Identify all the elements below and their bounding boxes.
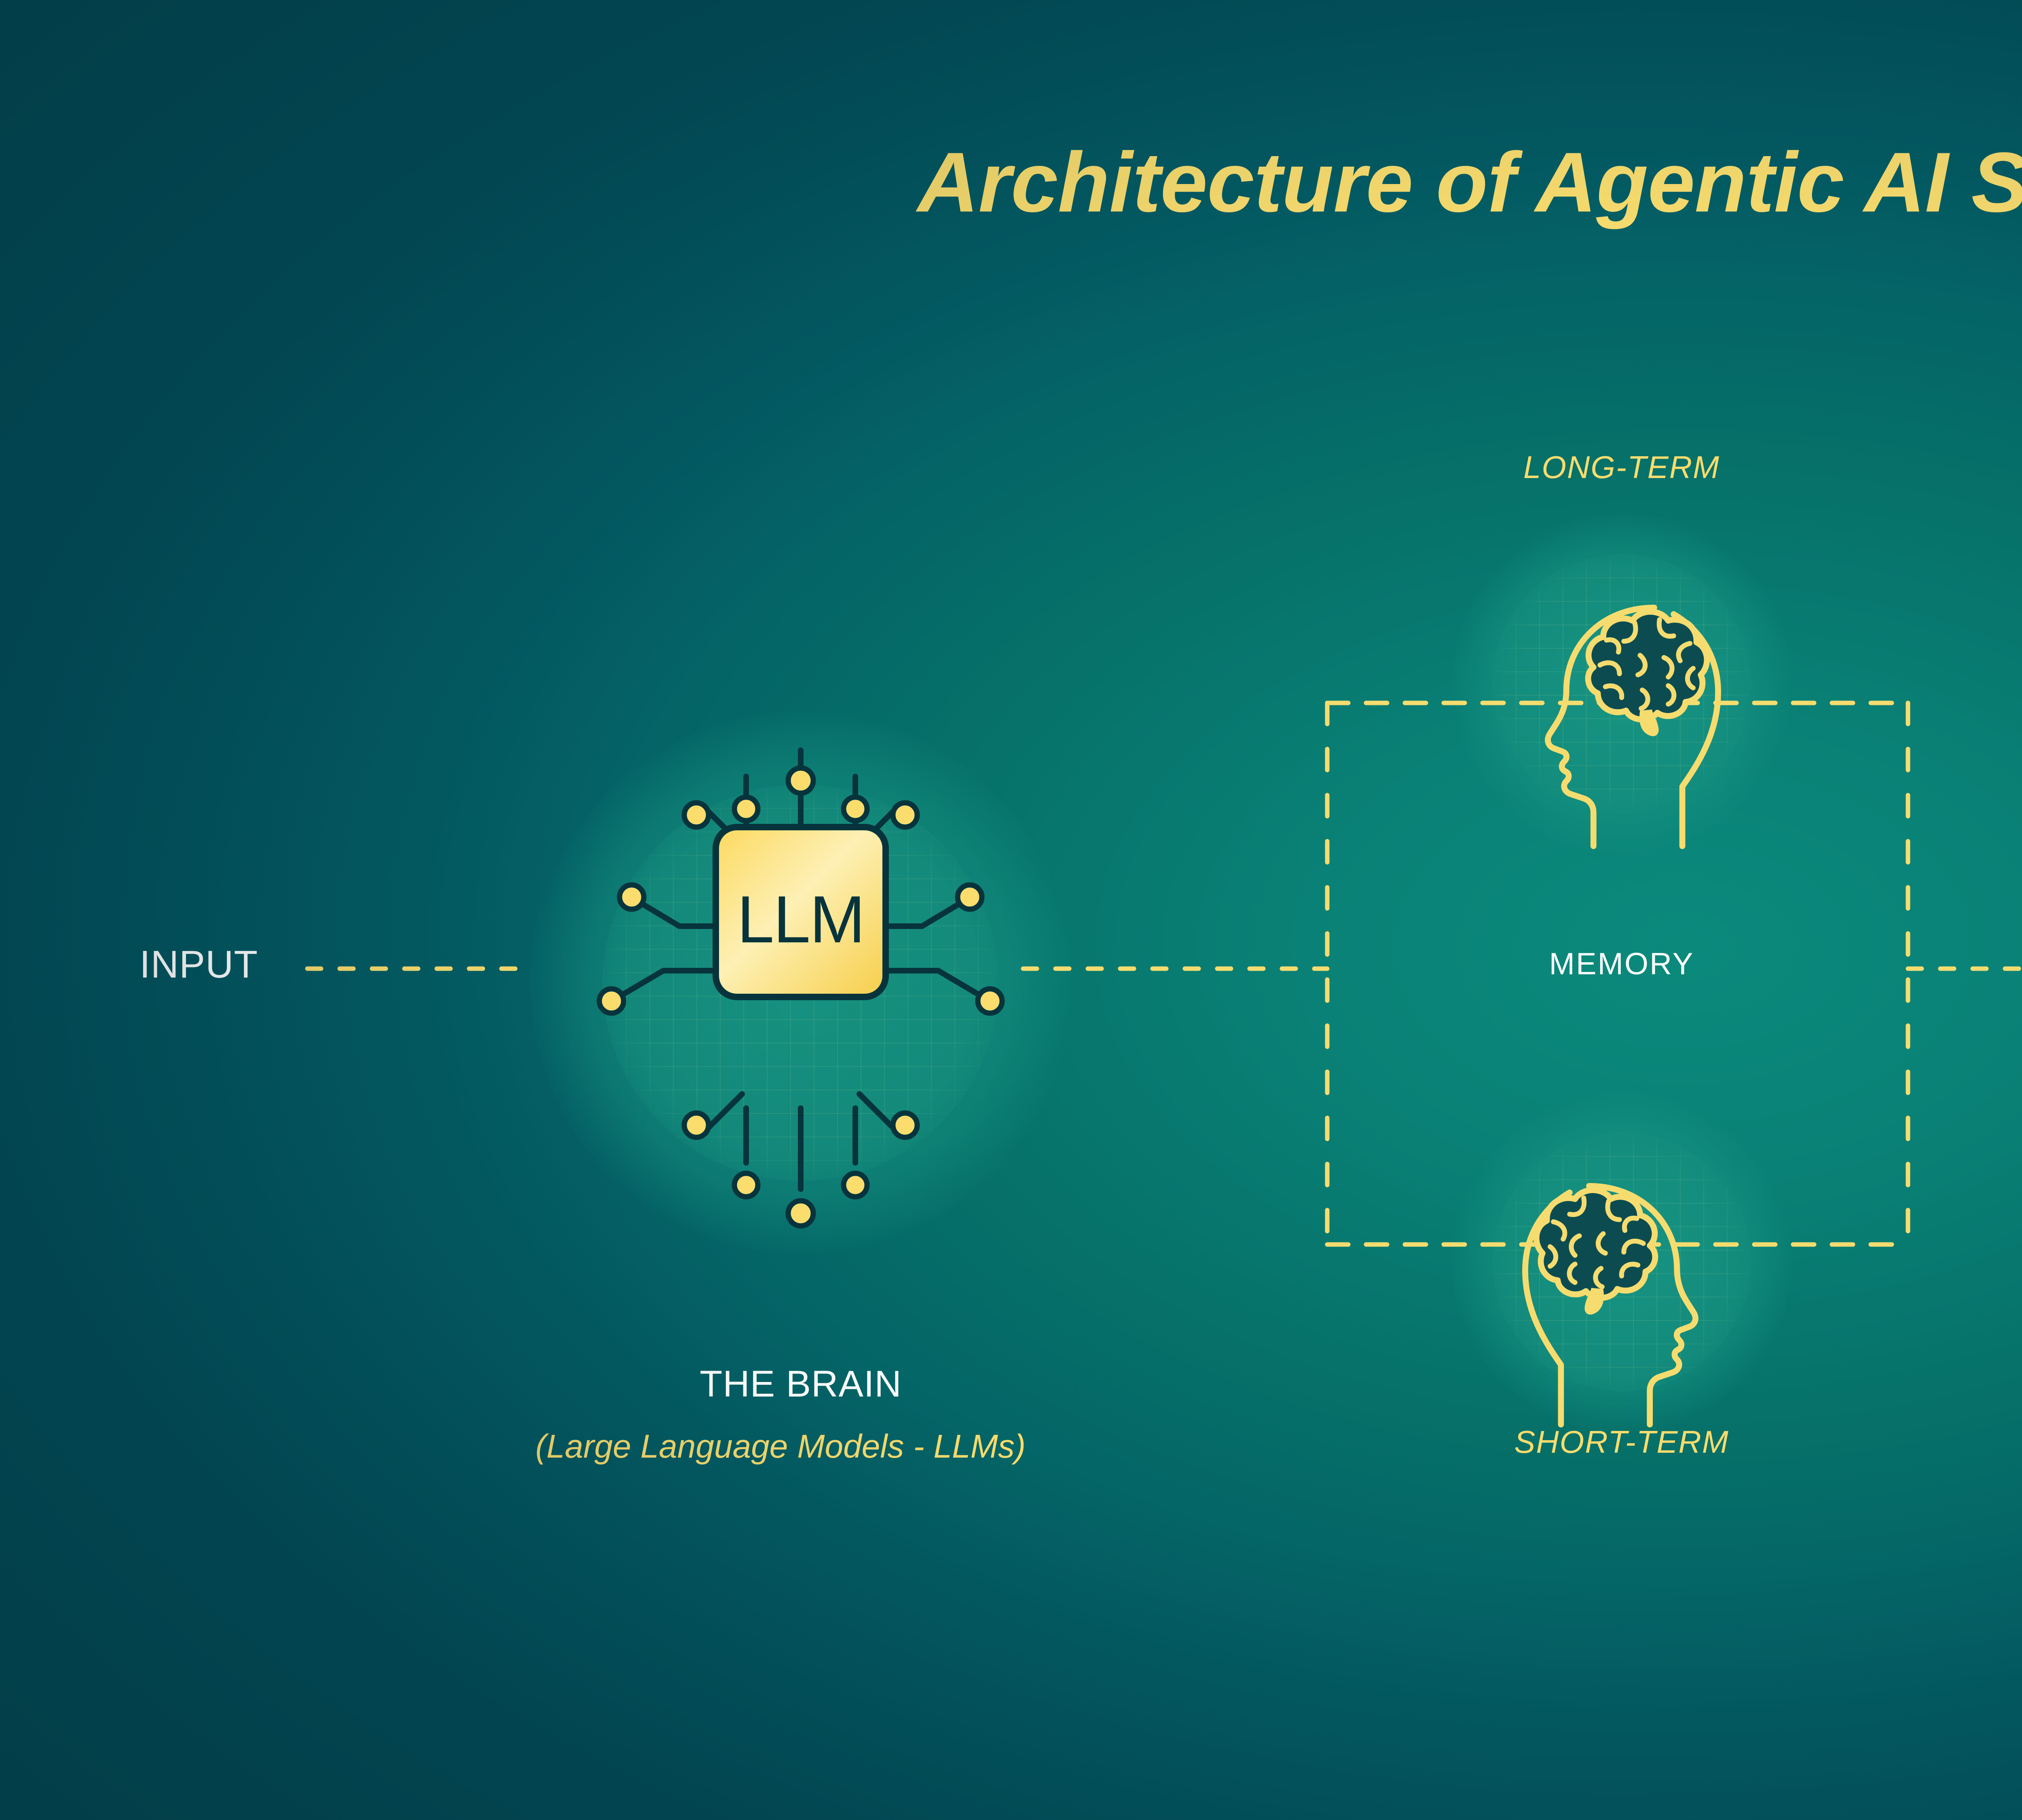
- long-term-halo-inner: [1492, 554, 1751, 813]
- brain-halo-outer: [530, 712, 1072, 1254]
- long-term-halo-grid: [1492, 554, 1751, 813]
- long-term-label: LONG-TERM: [1523, 449, 1720, 485]
- brain-halo-grid: [603, 785, 999, 1181]
- short-term-halo-outer: [1452, 1092, 1791, 1432]
- tools-subtitle: (APIs, Databases, & other Agents): [1982, 1436, 2022, 1474]
- llm-chip-label: LLM: [737, 882, 865, 957]
- brain-subtitle: (Large Language Models - LLMs): [535, 1428, 1026, 1465]
- page-title: Architecture of Agentic AI Systems: [917, 135, 2022, 230]
- brain-halo-inner: [603, 785, 999, 1181]
- long-term-halo-outer: [1452, 514, 1791, 853]
- input-label: INPUT: [140, 943, 258, 986]
- brain-title: THE BRAIN: [700, 1363, 902, 1405]
- short-term-halo-inner: [1492, 1132, 1751, 1391]
- short-term-halo-grid: [1492, 1132, 1751, 1391]
- memory-group-label: MEMORY: [1549, 947, 1694, 981]
- llm-chip-body: [727, 827, 875, 975]
- short-term-label: SHORT-TERM: [1514, 1424, 1729, 1460]
